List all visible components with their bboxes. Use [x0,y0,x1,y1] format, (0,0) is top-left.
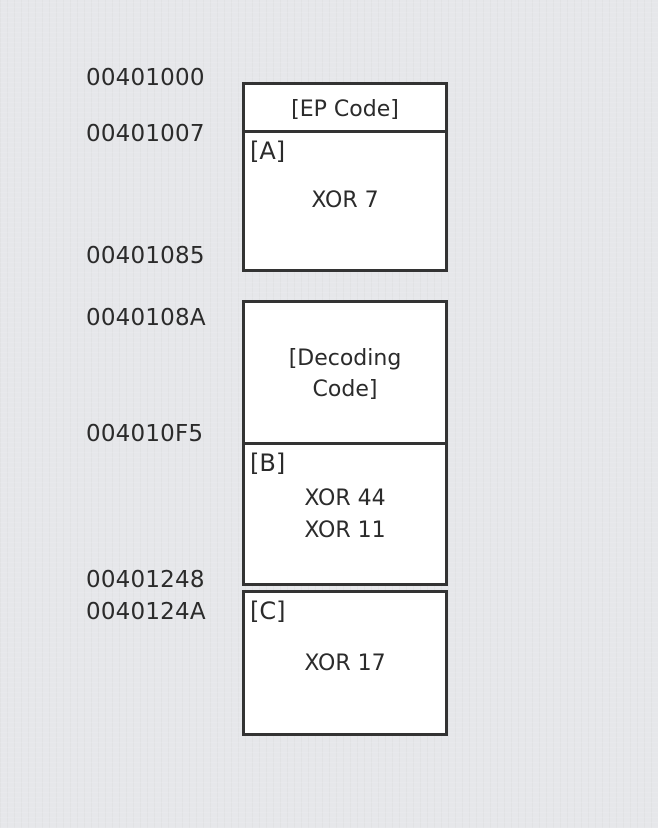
address-label-0040108a: 0040108A [86,305,206,331]
address-label-00401085: 00401085 [86,243,205,269]
decoding-code-line-2: Code] [312,377,378,402]
ep-code-label: [EP Code] [291,97,399,122]
section-a-tag: [A] [250,137,286,165]
decoding-code-section: [Decoding Code] [245,303,445,442]
section-b-tag: [B] [250,449,286,477]
address-label-00401000: 00401000 [86,65,205,91]
memory-block-2: [Decoding Code] [B] XOR 44 XOR 11 [242,300,448,586]
address-label-00401007: 00401007 [86,121,205,147]
memory-block-1: [EP Code] [A] XOR 7 [242,82,448,272]
address-label-004010f5: 004010F5 [86,421,204,447]
ep-code-section: [EP Code] [245,85,445,131]
section-c-operation: XOR 17 [304,651,386,676]
section-a: [A] XOR 7 [245,130,445,269]
section-c-tag: [C] [250,597,286,625]
address-label-0040124a: 0040124A [86,599,206,625]
section-b-operation-1: XOR 44 [304,486,386,511]
decoding-code-line-1: [Decoding [288,346,402,371]
section-c: [C] XOR 17 [245,593,445,733]
section-b: [B] XOR 44 XOR 11 [245,442,445,583]
address-label-00401248: 00401248 [86,567,205,593]
section-b-operation-2: XOR 11 [304,518,386,543]
section-a-operation: XOR 7 [311,188,379,213]
memory-block-3: [C] XOR 17 [242,590,448,736]
